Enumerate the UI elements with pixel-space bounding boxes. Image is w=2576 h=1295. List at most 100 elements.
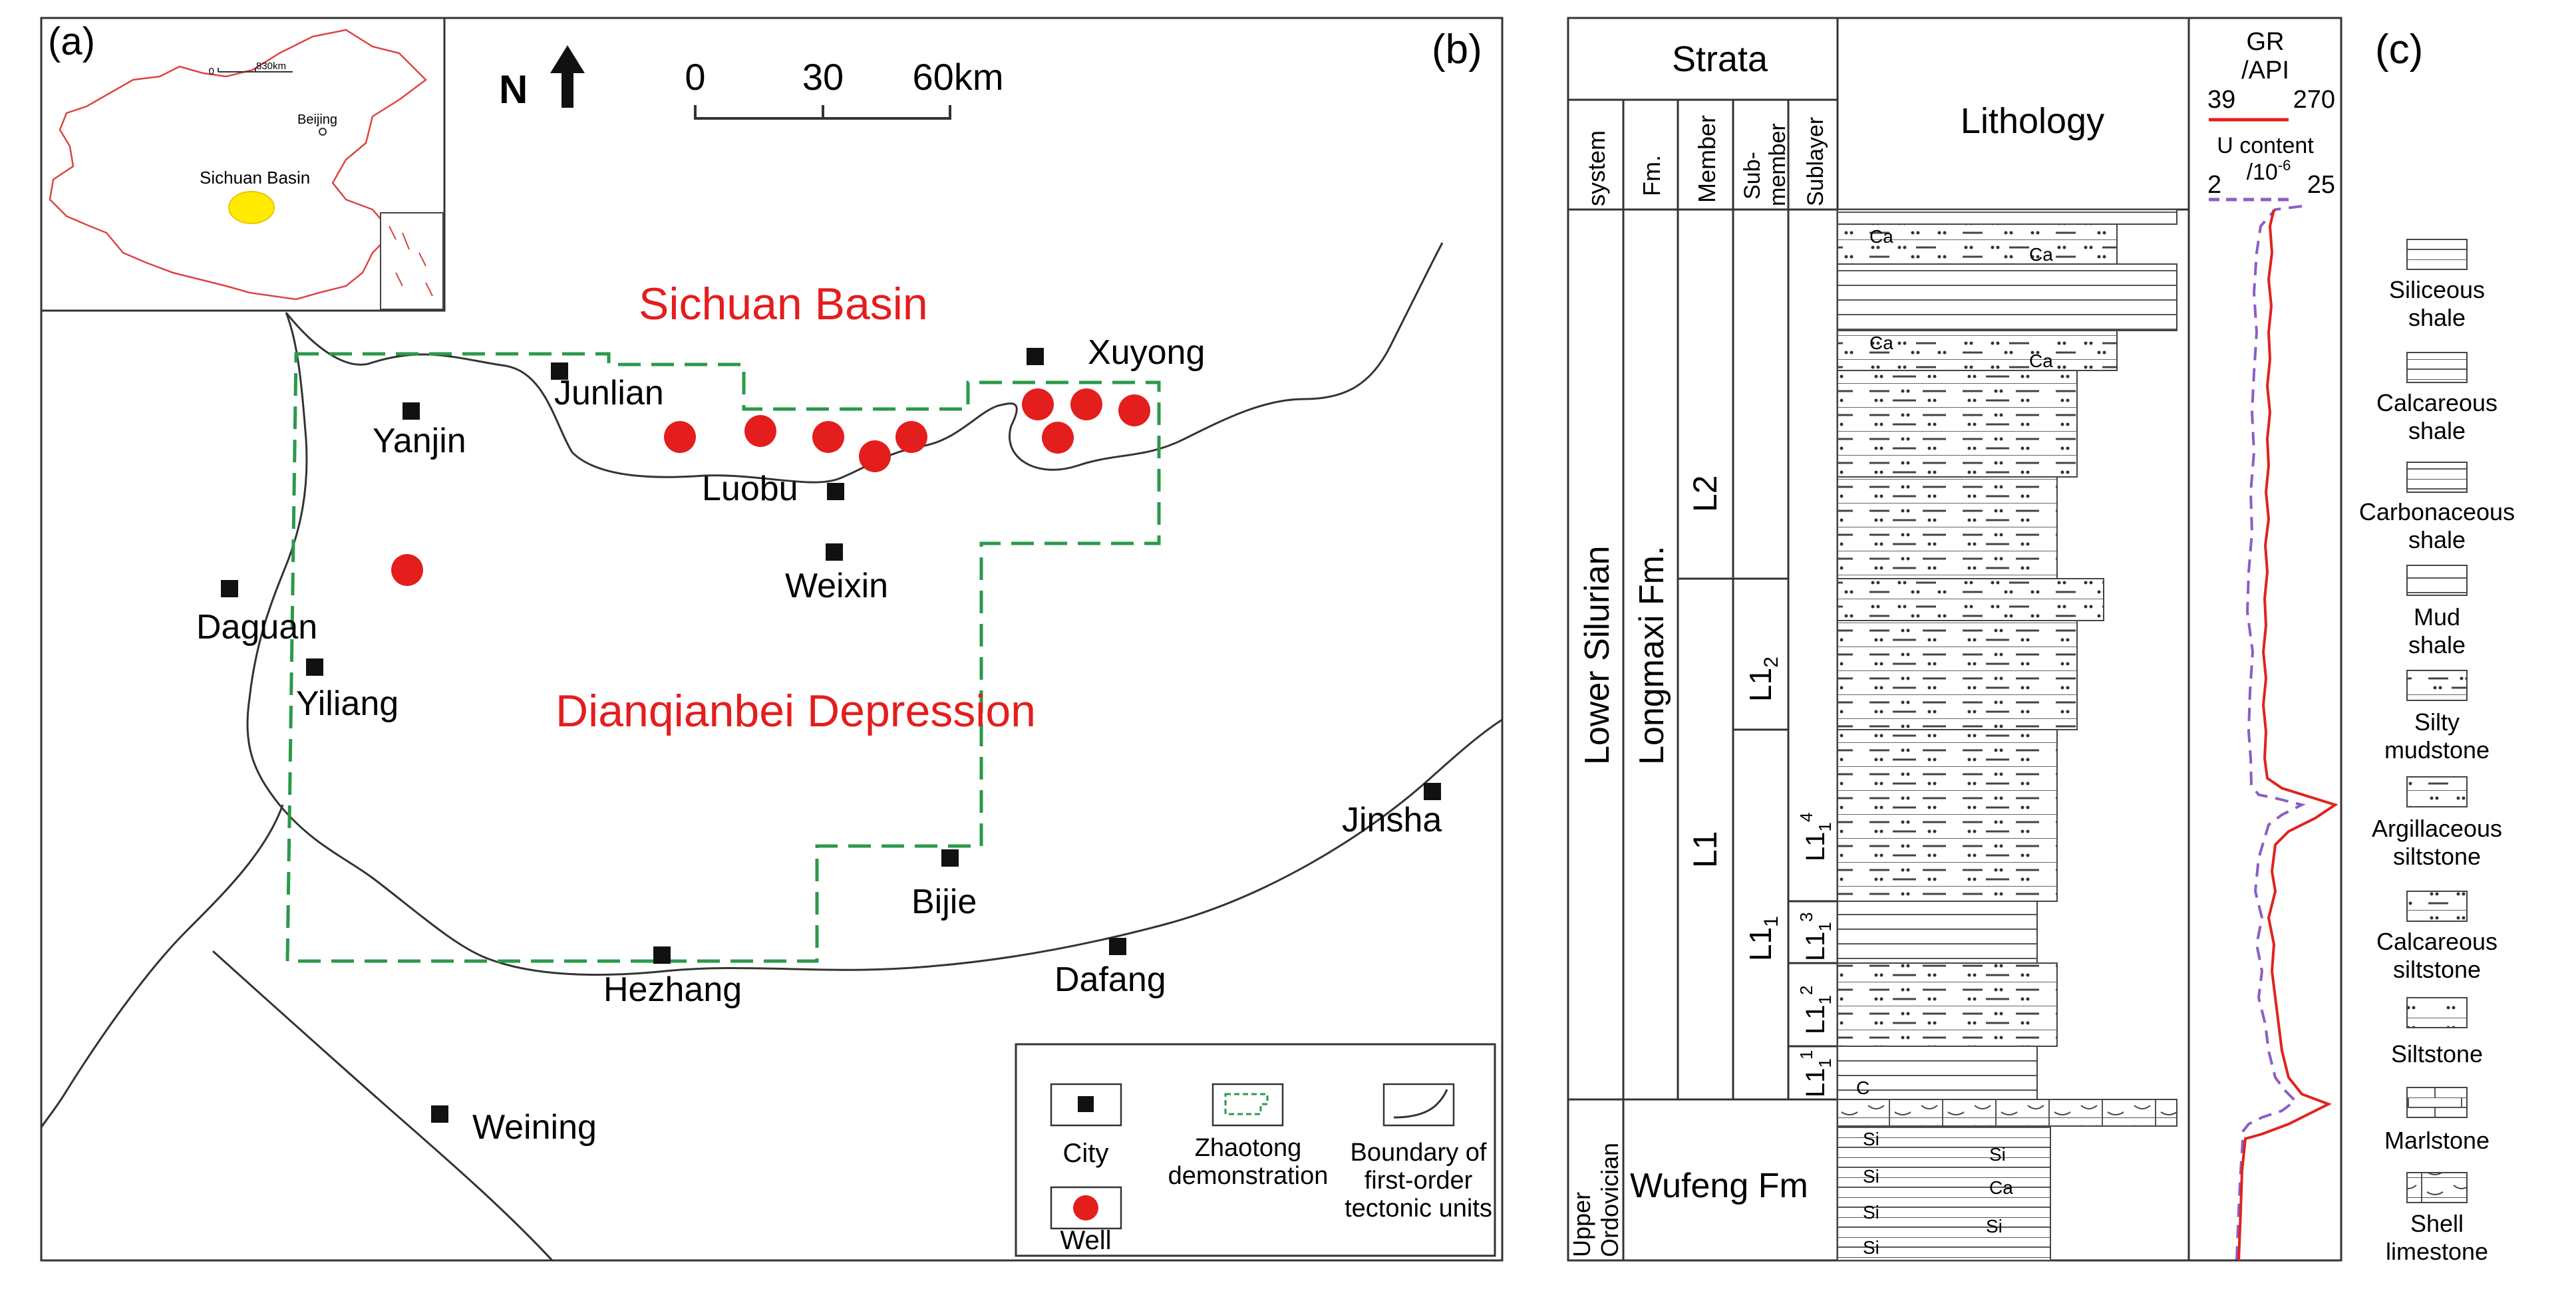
gr-min: 39 [2207, 86, 2235, 114]
depression-title: Dianqianbei Depression [556, 686, 1036, 736]
svg-text:Carbonaceous: Carbonaceous [2359, 498, 2515, 525]
legend-city-label: City [1063, 1139, 1109, 1168]
well-marker [895, 421, 927, 453]
zhaotong-demonstration-zone [285, 352, 1161, 963]
city-label-yanjin: Yanjin [373, 422, 466, 460]
svg-text:Siltstone: Siltstone [2391, 1040, 2483, 1068]
sublayer-3: L113 [1796, 913, 1835, 961]
member-l2: L2 [1687, 475, 1724, 512]
strata-header: Strata [1672, 39, 1768, 79]
legend-boundary-line1: Boundary of [1351, 1139, 1487, 1167]
well-marker [744, 415, 776, 447]
sublayer-2: L112 [1796, 986, 1835, 1034]
well-marker [859, 440, 891, 472]
map-scale-bar: 0 30 60km [685, 56, 1003, 120]
svg-text:Siliceous: Siliceous [2389, 276, 2485, 303]
tectonic-boundary-line [212, 950, 554, 1262]
lith-si: Si [1863, 1166, 1879, 1187]
north-arrow: N [499, 45, 585, 112]
city-label-luobu: Luobu [702, 470, 798, 508]
subheader-submember-2: member [1765, 123, 1790, 206]
city-marker-bijie [941, 849, 959, 867]
well-marker [391, 554, 423, 586]
north-arrow-icon [550, 45, 585, 108]
fm-wufeng: Wufeng Fm [1630, 1167, 1808, 1205]
subheader-fm: Fm. [1638, 155, 1665, 196]
legend-calcareous-siltstone: Calcareous siltstone [2376, 891, 2497, 983]
scale-zero: 0 [685, 56, 705, 98]
tectonic-boundary-line [285, 242, 1444, 484]
city-label-weixin: Weixin [785, 567, 888, 605]
city-label-xuyong: Xuyong [1088, 333, 1205, 372]
u-max: 25 [2307, 171, 2335, 199]
system-lower-silurian: Lower Silurian [1578, 546, 1617, 766]
gr-max: 270 [2293, 86, 2335, 114]
stratigraphic-column: Strata Lithology system Fm. Member Sub- … [1567, 17, 2423, 1262]
map-panel: 0 830km Beijing Sichuan Basin (a) (b) N … [40, 17, 1504, 1262]
lith-si: Si [1986, 1216, 2003, 1236]
beijing-marker [319, 128, 327, 136]
subheader-member: Member [1693, 115, 1720, 203]
svg-text:Calcareous: Calcareous [2376, 389, 2497, 416]
legend-calcareous-shale: Calcareous shale [2376, 352, 2497, 444]
inset-frame [40, 17, 446, 312]
lith-ca: Ca [1989, 1177, 2013, 1198]
city-marker-daguan [221, 580, 238, 597]
scale-end: 60km [913, 56, 1004, 98]
legend-shell-limestone: Shell limestone [2386, 1172, 2488, 1265]
legend-well-label: Well [1060, 1226, 1111, 1255]
svg-text:mudstone: mudstone [2384, 736, 2490, 764]
city-markers: Yanjin Junlian Xuyong Luobu Weixin Dagua… [196, 333, 1442, 1147]
city-label-hezhang: Hezhang [603, 970, 742, 1009]
panel-label-c: (c) [2375, 27, 2423, 72]
well-marker [1022, 388, 1054, 420]
legend-zone-line1: Zhaotong [1195, 1134, 1302, 1162]
fm-longmaxi: Longmaxi Fm. [1633, 546, 1671, 765]
subheader-sublayer: Sublayer [1803, 117, 1828, 206]
member-l1: L1 [1687, 831, 1724, 868]
svg-text:Argillaceous: Argillaceous [2372, 815, 2502, 842]
svg-text:limestone: limestone [2386, 1238, 2488, 1265]
u-unit: /10-6 [2247, 157, 2291, 185]
lithology-symbols: Ca Ca Ca Ca C Si Si Si Ca Si Si Si [1856, 226, 2053, 1258]
panel-label-b: (b) [1432, 27, 1482, 72]
tectonic-boundary-line [40, 804, 284, 1128]
sublayer-1: L111 [1796, 1050, 1835, 1098]
city-label-yiliang: Yiliang [296, 684, 399, 723]
well-marker [1042, 422, 1074, 454]
legend-boundary-line2: first-order [1365, 1167, 1473, 1195]
city-label-jinsha: Jinsha [1342, 801, 1442, 839]
city-marker-xuyong [1027, 348, 1044, 365]
svg-text:Shell: Shell [2410, 1210, 2464, 1237]
svg-text:shale: shale [2408, 631, 2466, 658]
city-marker-jinsha [1424, 783, 1441, 800]
system-upper-1: Upper [1568, 1192, 1595, 1257]
svg-text:shale: shale [2408, 304, 2466, 331]
legend-boundary-icon [1393, 1089, 1448, 1119]
city-marker-luobu [827, 483, 844, 500]
legend-boundary-line3: tectonic units [1345, 1195, 1492, 1223]
lith-c: C [1856, 1078, 1869, 1098]
lith-ca: Ca [1869, 226, 1893, 247]
gr-title: GR [2247, 28, 2285, 56]
legend-city-icon [1078, 1096, 1094, 1112]
svg-text:Calcareous: Calcareous [2376, 928, 2497, 955]
svg-text:shale: shale [2408, 526, 2466, 553]
well-marker [664, 421, 696, 453]
gr-unit: /API [2241, 57, 2289, 84]
lith-si: Si [1863, 1202, 1879, 1223]
city-label-weining: Weining [472, 1108, 597, 1147]
tectonic-boundary-line [246, 312, 1503, 976]
subheader-system: system [1583, 130, 1610, 206]
china-outline [49, 29, 427, 301]
inset-sichuan-label: Sichuan Basin [200, 168, 310, 188]
log-track [2187, 17, 2342, 1262]
well-marker [1070, 388, 1102, 420]
city-marker-weining [431, 1105, 448, 1123]
lith-si: Si [1863, 1129, 1879, 1149]
city-marker-yiliang [306, 658, 323, 676]
lithology-header: Lithology [1961, 101, 2104, 141]
subheader-submember-1: Sub- [1740, 152, 1765, 200]
u-content-curve [2235, 205, 2306, 1261]
gr-curve [2237, 209, 2338, 1261]
